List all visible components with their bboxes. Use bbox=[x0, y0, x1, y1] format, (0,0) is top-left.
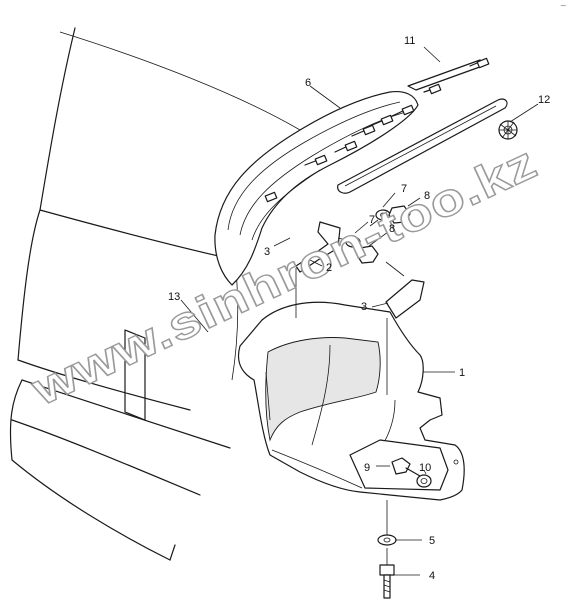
corner-mark: ~ bbox=[560, 1, 567, 10]
callout-6: 6 bbox=[305, 77, 311, 89]
bolt-9-nut-10 bbox=[391, 457, 432, 488]
callout-9: 9 bbox=[364, 462, 370, 474]
callout-4: 4 bbox=[429, 570, 435, 582]
callout-2: 2 bbox=[326, 262, 332, 274]
callout-8b: 8 bbox=[389, 223, 395, 235]
washers-and-nuts bbox=[337, 205, 411, 264]
stud-bolts bbox=[264, 104, 415, 203]
leader-lines bbox=[180, 46, 539, 576]
mudguard-plate-1 bbox=[237, 301, 465, 501]
callout-5: 5 bbox=[429, 535, 435, 547]
mudguard-bracket-6 bbox=[214, 90, 419, 286]
serrated-washer-12 bbox=[498, 120, 518, 140]
callout-11: 11 bbox=[404, 35, 415, 47]
bracket-2-3 bbox=[295, 221, 425, 319]
callout-12: 12 bbox=[538, 94, 550, 106]
callout-7b: 7 bbox=[369, 214, 375, 226]
callout-3b: 3 bbox=[361, 301, 367, 313]
callout-13: 13 bbox=[168, 291, 180, 303]
callout-3a: 3 bbox=[264, 246, 270, 258]
callout-8a: 8 bbox=[424, 190, 430, 202]
callout-1: 1 bbox=[459, 367, 465, 379]
strip-11 bbox=[407, 57, 490, 95]
flap-strip bbox=[337, 98, 508, 194]
washer-5-bolt-4 bbox=[377, 534, 397, 599]
assembly-lines bbox=[295, 268, 388, 565]
callout-labels: 1 2 3 3 4 5 6 7 7 8 8 9 10 11 12 13 bbox=[168, 35, 550, 582]
callout-7a: 7 bbox=[401, 183, 407, 195]
callout-10: 10 bbox=[419, 462, 431, 474]
